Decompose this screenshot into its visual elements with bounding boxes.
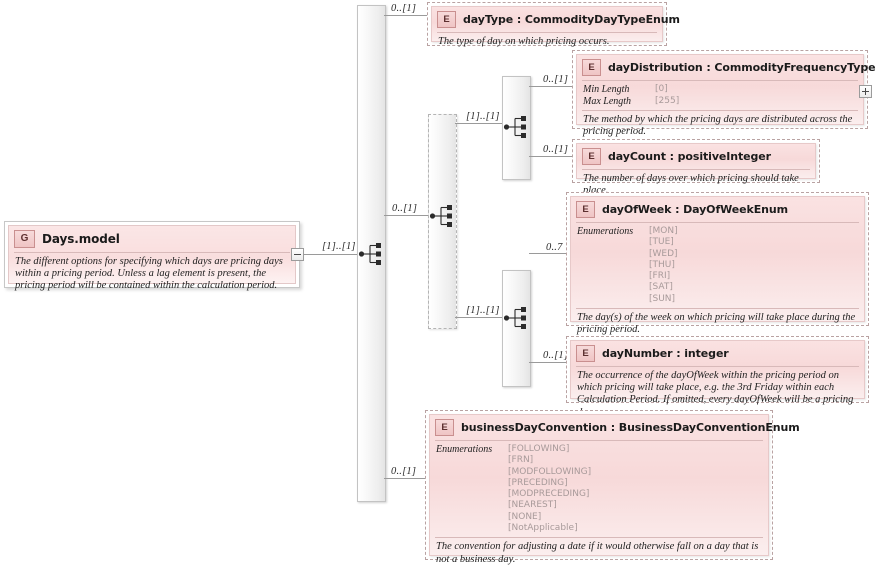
group-title: Days.model — [42, 232, 120, 246]
facet-row: Max Length [255] — [583, 96, 857, 108]
node-title-dayofweek: dayOfWeek : DayOfWeekEnum — [602, 203, 788, 216]
divider — [582, 110, 858, 111]
divider — [576, 308, 859, 310]
lower-choice-bar — [502, 270, 531, 387]
facet-values-enumerations: [FOLLOWING] [FRN] [MODFOLLOWING] [PRECED… — [508, 444, 591, 534]
connector-lower-choice — [455, 317, 503, 318]
facet-label: Max Length — [583, 95, 632, 107]
node-daynumber[interactable]: E dayNumber : integer The occurrence of … — [566, 336, 869, 418]
divider — [14, 252, 290, 253]
divider — [435, 440, 763, 441]
facet-label: Enumerations — [577, 226, 634, 237]
cardinality-bdc: 0..[1] — [391, 466, 417, 477]
connector-daytype — [384, 15, 428, 16]
choice-compositor-inner[interactable] — [429, 203, 457, 229]
group-badge-icon: G — [14, 230, 35, 248]
choice-compositor-root[interactable] — [358, 241, 386, 267]
facet-row: Enumerations [FOLLOWING] [FRN] [MODFOLLO… — [436, 444, 762, 534]
element-badge-icon: E — [576, 345, 595, 362]
connector-dayofweek — [529, 253, 567, 254]
connector-inner-group — [384, 215, 428, 216]
divider — [582, 80, 858, 81]
connector-bdc — [384, 478, 426, 479]
collapse-toggle-days-model[interactable] — [291, 248, 304, 261]
node-title-daydistribution: dayDistribution : CommodityFrequencyType — [608, 61, 876, 74]
cardinality-dayofweek: 0..7 — [546, 242, 563, 253]
connector-root — [302, 254, 358, 255]
group-documentation: The different options for specifying whi… — [15, 256, 283, 292]
node-documentation-daycount: The number of days over which pricing sh… — [583, 173, 799, 197]
choice-compositor-upper[interactable] — [503, 114, 531, 140]
facet-value: [NEAREST] — [508, 500, 557, 511]
cardinality-lower-choice: [1]..[1] — [466, 305, 500, 316]
element-badge-icon: E — [435, 419, 454, 436]
facet-value: [TUE] — [649, 237, 674, 248]
facets-daydistribution: Min Length [0] Max Length [255] — [577, 81, 863, 110]
upper-choice-bar — [502, 76, 531, 180]
cardinality-inner-group: 0..[1] — [392, 203, 418, 214]
node-title-daycount: dayCount : positiveInteger — [608, 150, 771, 163]
facet-value: [WED] — [649, 248, 678, 259]
divider — [437, 32, 657, 33]
inner-group-bar — [428, 114, 457, 329]
facet-value: [FRI] — [649, 271, 671, 282]
node-daydistribution[interactable]: E dayDistribution : CommodityFrequencyTy… — [572, 50, 876, 137]
expand-toggle-daydistribution[interactable] — [859, 85, 872, 98]
connector-upper-choice — [455, 123, 503, 124]
cardinality-daycount: 0..[1] — [543, 144, 569, 155]
facet-value: [NONE] — [508, 511, 542, 522]
facet-value: [255] — [655, 95, 680, 106]
node-documentation-daydistribution: The method by which the pricing days are… — [583, 114, 853, 138]
element-badge-icon: E — [437, 11, 456, 28]
facet-value: [SAT] — [649, 282, 673, 293]
node-businessdayconvention[interactable]: E businessDayConvention : BusinessDayCon… — [425, 410, 800, 565]
facet-value: [PRECEDING] — [508, 477, 568, 488]
facet-value: [0] — [655, 84, 668, 94]
facet-value: [MON] — [649, 226, 678, 236]
facet-value: [SUN] — [649, 293, 676, 304]
connector-daynumber — [529, 362, 567, 363]
node-title-daynumber: dayNumber : integer — [602, 347, 729, 360]
element-badge-icon: E — [576, 201, 595, 218]
element-badge-icon: E — [582, 148, 601, 165]
node-title-daytype: dayType : CommodityDayTypeEnum — [463, 13, 680, 26]
facets-businessdayconvention: Enumerations [FOLLOWING] [FRN] [MODFOLLO… — [430, 441, 768, 537]
node-daycount[interactable]: E dayCount : positiveInteger The number … — [572, 139, 820, 196]
node-daytype[interactable]: E dayType : CommodityDayTypeEnum The typ… — [427, 2, 680, 47]
facet-row: Enumerations [MON] [TUE] [WED] [THU] [FR… — [577, 226, 858, 305]
divider — [435, 537, 763, 539]
facet-values-enumerations: [MON] [TUE] [WED] [THU] [FRI] [SAT] [SUN… — [649, 226, 678, 305]
cardinality-daynumber: 0..[1] — [543, 350, 569, 361]
cardinality-daydistribution: 0..[1] — [543, 74, 569, 85]
node-documentation-businessdayconvention: The convention for adjusting a date if i… — [436, 541, 759, 565]
element-badge-icon: E — [582, 59, 601, 76]
facet-label: Min Length — [583, 84, 630, 95]
choice-compositor-lower[interactable] — [503, 305, 531, 331]
facet-label: Enumerations — [436, 444, 493, 455]
group-box-days-model[interactable]: G Days.model The different options for s… — [4, 221, 300, 291]
connector-daycount — [529, 156, 573, 157]
facet-value: [FOLLOWING] — [508, 444, 570, 454]
facet-value: [NotApplicable] — [508, 523, 578, 534]
cardinality-upper-choice: [1]..[1] — [466, 111, 500, 122]
facet-value: [MODFOLLOWING] — [508, 466, 592, 477]
cardinality-daytype: 0..[1] — [391, 3, 417, 14]
node-title-businessdayconvention: businessDayConvention : BusinessDayConve… — [461, 421, 800, 434]
node-documentation-dayofweek: The day(s) of the week on which pricing … — [577, 312, 856, 336]
facet-value: [FRN] — [508, 455, 534, 466]
facet-value: [THU] — [649, 259, 675, 270]
node-dayofweek[interactable]: E dayOfWeek : DayOfWeekEnum Enumerations… — [566, 192, 869, 335]
node-documentation-daytype: The type of day on which pricing occurs. — [438, 36, 610, 47]
divider — [576, 366, 859, 367]
facet-value: [MODPRECEDING] — [508, 489, 590, 500]
divider — [576, 222, 859, 223]
connector-daydistribution — [529, 86, 573, 87]
facet-row: Min Length [0] — [583, 84, 857, 96]
facets-dayofweek: Enumerations [MON] [TUE] [WED] [THU] [FR… — [571, 223, 864, 308]
cardinality-root: [1]..[1] — [322, 241, 356, 252]
divider — [582, 169, 810, 170]
